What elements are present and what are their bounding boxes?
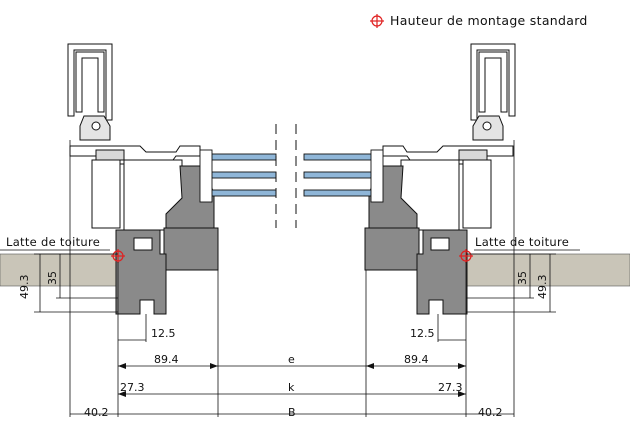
left-glazing-unit — [199, 149, 277, 203]
e-dimension-label: e — [288, 353, 295, 366]
left-mounting-height-marker-icon — [111, 249, 125, 263]
break-lines — [275, 124, 297, 228]
right-k-side-value: 27.3 — [438, 381, 463, 394]
left-height-outer-value: 49.3 — [18, 275, 31, 300]
right-glazing-unit — [303, 149, 384, 203]
left-frame-profile — [67, 43, 219, 315]
legend-text: Hauteur de montage standard — [390, 13, 588, 28]
dimension-arrows — [118, 363, 466, 397]
legend: Hauteur de montage standard — [370, 13, 588, 28]
right-height-outer-value: 49.3 — [536, 275, 549, 300]
left-e-side-value: 89.4 — [154, 353, 179, 366]
left-b-side-value: 40.2 — [84, 406, 109, 417]
left-roof-batten — [0, 253, 119, 287]
right-batten-label: Latte de toiture — [475, 235, 569, 249]
left-batten-label: Latte de toiture — [6, 235, 100, 249]
k-dimension-label: k — [288, 381, 295, 394]
left-offset-value: 12.5 — [151, 327, 176, 340]
right-height-inner-value: 35 — [516, 271, 529, 285]
left-k-side-value: 27.3 — [120, 381, 145, 394]
mounting-height-marker-icon — [370, 14, 384, 28]
right-offset-value: 12.5 — [410, 327, 435, 340]
right-e-side-value: 89.4 — [404, 353, 429, 366]
right-b-side-value: 40.2 — [478, 406, 503, 417]
dimension-lines — [34, 140, 556, 417]
left-height-inner-value: 35 — [46, 271, 59, 285]
b-dimension-label: B — [288, 406, 296, 417]
right-roof-batten — [465, 253, 630, 287]
right-mounting-height-marker-icon — [459, 249, 473, 263]
